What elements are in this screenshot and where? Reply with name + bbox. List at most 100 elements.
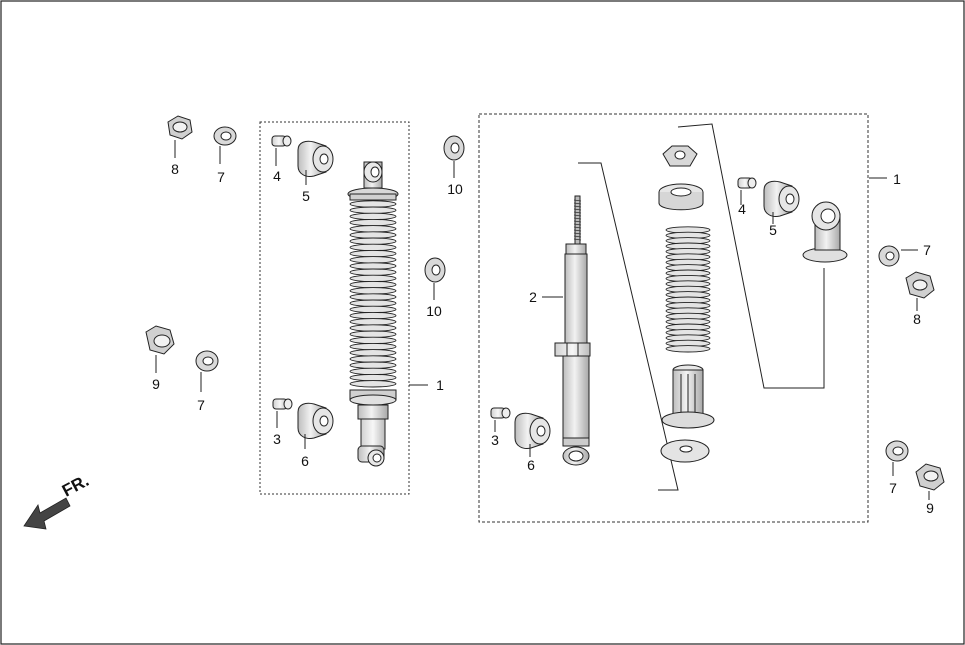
label-shock-left: 1 <box>436 377 444 393</box>
washer-icon <box>878 245 900 267</box>
upper-eye-mount <box>802 201 848 263</box>
spring-coil <box>349 200 397 208</box>
label-collar-lower: 3 <box>273 431 281 447</box>
spring-coil <box>349 280 397 289</box>
washer-icon <box>195 350 219 372</box>
label-shock-right: 1 <box>893 171 901 187</box>
spring-coil <box>349 311 397 320</box>
right-assembly-box <box>478 113 869 523</box>
spring-coil <box>349 206 397 214</box>
label-washer-top: 7 <box>217 169 225 185</box>
spring-coil <box>349 299 397 307</box>
exploded-bracket-line <box>677 123 825 389</box>
nut-icon <box>145 325 175 355</box>
shock-absorber-assembled <box>347 161 399 467</box>
rod-thread <box>573 232 582 235</box>
spring-coil <box>349 218 397 227</box>
rod-thread <box>573 205 582 208</box>
spring-coil <box>349 367 397 376</box>
spring-coil <box>349 268 397 276</box>
rod-thread <box>573 208 582 211</box>
label-washer-upper-mid: 10 <box>447 181 463 197</box>
spring-coil <box>349 349 397 357</box>
nut-icon <box>662 145 698 167</box>
label-nut-bottom: 9 <box>152 376 160 392</box>
spring-coil <box>349 256 397 264</box>
label-damper: 2 <box>529 289 537 305</box>
rod-thread <box>573 235 582 238</box>
spring-coil <box>349 380 397 388</box>
spring-coil <box>349 324 397 332</box>
spring-coil <box>349 342 397 351</box>
label-washer-right-top: 7 <box>923 242 931 258</box>
spring-coil <box>349 262 397 270</box>
label-nut-right-top: 8 <box>913 311 921 327</box>
label-collar-upper-right: 4 <box>738 201 746 217</box>
spring-coil <box>349 361 397 369</box>
washer-icon <box>443 135 465 161</box>
rod-thread <box>573 223 582 226</box>
collar-icon <box>490 407 511 419</box>
spring-coil <box>349 237 397 245</box>
spring-coil <box>349 318 397 326</box>
spring-coil <box>349 231 397 239</box>
nut-icon <box>167 115 193 140</box>
spring-coil <box>349 336 397 345</box>
spring-coil <box>349 330 397 338</box>
label-collar-upper: 4 <box>273 168 281 184</box>
rod-thread <box>573 226 582 229</box>
bushing-icon <box>514 412 551 449</box>
front-direction-arrow-icon <box>23 497 71 530</box>
rod-thread <box>573 220 582 223</box>
bushing-icon <box>297 402 334 439</box>
spring-coil <box>349 305 397 314</box>
washer-icon <box>424 257 446 283</box>
rod-thread <box>573 199 582 202</box>
spring-coil <box>349 373 397 382</box>
rod-thread <box>573 214 582 217</box>
label-washer-right-bottom: 7 <box>889 480 897 496</box>
washer-icon <box>885 440 909 462</box>
bushing-icon <box>763 180 800 217</box>
left-assembly-box <box>259 121 410 495</box>
collar-icon <box>737 177 757 189</box>
rod-thread <box>573 202 582 205</box>
label-washer-mid: 10 <box>426 303 442 319</box>
spring-coil <box>349 274 397 283</box>
nut-icon <box>915 463 945 491</box>
collar-icon <box>271 135 292 147</box>
damper <box>554 195 591 466</box>
rod-thread <box>573 217 582 220</box>
spring-coil <box>349 355 397 363</box>
rod-thread <box>573 211 582 214</box>
spring-seat-upper <box>658 183 704 211</box>
label-bushing-lower-right: 6 <box>527 457 535 473</box>
spring-coil <box>349 225 397 233</box>
spring-coil <box>349 293 397 301</box>
label-bushing-upper-right: 5 <box>769 222 777 238</box>
exploded-bracket-line <box>578 162 679 491</box>
rod-thread <box>573 238 582 241</box>
label-collar-lower-right: 3 <box>491 432 499 448</box>
label-nut-right-bottom: 9 <box>926 500 934 516</box>
spring-coil <box>665 345 711 353</box>
bushing-icon <box>297 140 334 177</box>
label-bushing-upper: 5 <box>302 188 310 204</box>
rod-thread <box>573 229 582 232</box>
spring-coil <box>349 212 397 221</box>
spring-seat-lower <box>661 364 715 429</box>
nut-icon <box>905 271 935 299</box>
collar-icon <box>272 398 293 410</box>
washer-icon <box>213 126 237 146</box>
spring-coil <box>349 243 397 252</box>
spring <box>665 226 711 353</box>
label-washer-bottom: 7 <box>197 397 205 413</box>
label-bushing-lower: 6 <box>301 453 309 469</box>
label-nut-top: 8 <box>171 161 179 177</box>
washer-icon <box>660 439 710 463</box>
spring-coil <box>349 287 397 295</box>
spring-coil <box>349 249 397 258</box>
